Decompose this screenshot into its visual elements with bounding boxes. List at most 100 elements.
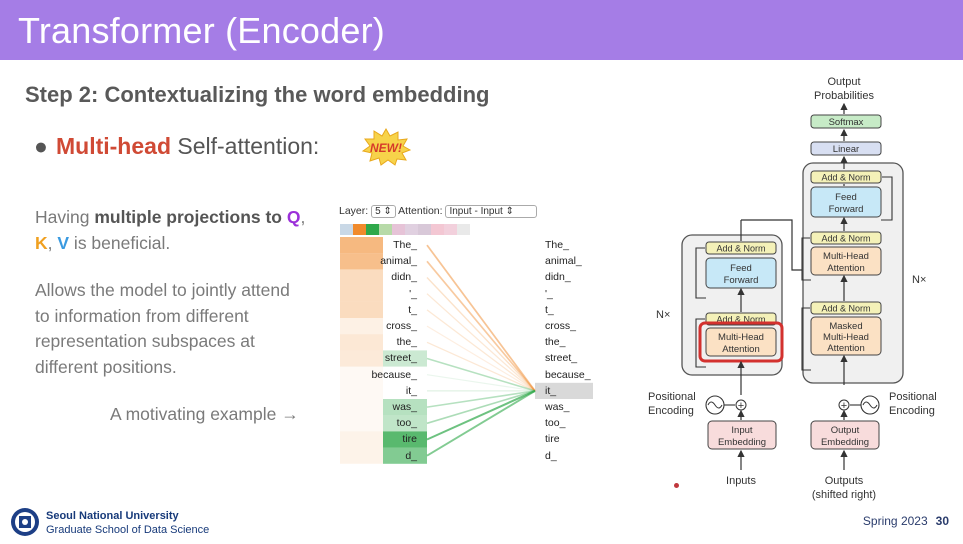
encoder-add-norm-2: [705, 241, 777, 255]
svg-text:+: +: [841, 400, 847, 412]
attention-line: [426, 325, 536, 392]
target-token[interactable]: street_: [545, 352, 578, 365]
target-token[interactable]: cross_: [545, 320, 576, 332]
head-swatch[interactable]: [431, 224, 444, 235]
viz-controls: Layer: 5 ⇕ Attention: Input - Input ⇕: [339, 205, 538, 218]
layer-label: Layer:: [339, 205, 369, 217]
target-token[interactable]: it_: [545, 384, 557, 397]
page-number: 30: [935, 514, 949, 528]
target-token[interactable]: '_: [545, 287, 553, 300]
positional-encoding-label: Positional: [889, 391, 937, 403]
pointer-dot: [674, 483, 679, 488]
add-norm-label: Add & Norm: [821, 234, 870, 244]
para-line: to information from different: [35, 305, 249, 326]
decoder-add-norm-2: [810, 231, 882, 245]
snu-logo-icon: [11, 508, 39, 536]
source-token[interactable]: was_: [392, 401, 417, 413]
source-token[interactable]: didn_: [391, 271, 417, 284]
output-probabilities-label: Output: [827, 76, 860, 88]
masked-mha-label-3: Attention: [827, 343, 865, 354]
para-line: different positions.: [35, 356, 177, 377]
head-swatch[interactable]: [392, 224, 405, 235]
input-embedding-box: [707, 420, 777, 450]
feed-forward-label: Feed: [730, 263, 752, 274]
attention-line: [426, 341, 536, 392]
mha-label: Multi-Head: [718, 332, 764, 343]
feed-forward-label-2: Forward: [829, 204, 864, 215]
attention-visualization: Layer: 5 ⇕ Attention: Input - Input ⇕ Th…: [337, 200, 597, 490]
source-token[interactable]: The_: [393, 239, 417, 251]
k-letter: K: [35, 232, 48, 253]
source-token[interactable]: '_: [409, 287, 417, 300]
source-token[interactable]: animal_: [380, 255, 417, 268]
source-token[interactable]: it_: [405, 384, 417, 397]
head-swatch[interactable]: [353, 224, 366, 235]
school-name: Graduate School of Data Science: [46, 524, 210, 536]
target-token[interactable]: was_: [545, 401, 570, 413]
encoder-mha-box: [705, 327, 777, 357]
source-token[interactable]: d_: [405, 449, 417, 462]
target-token[interactable]: t_: [545, 303, 554, 316]
target-token[interactable]: The_: [545, 239, 569, 251]
head-swatch[interactable]: [418, 224, 431, 235]
attention-weight-cell: [340, 253, 383, 270]
head-swatch[interactable]: [444, 224, 457, 235]
positional-encoding-label-2: Encoding: [648, 405, 694, 417]
attention-line: [426, 374, 536, 392]
v-letter: V: [57, 232, 70, 253]
badge-starburst: [361, 128, 411, 166]
target-token[interactable]: the_: [545, 336, 566, 349]
head-swatch[interactable]: [340, 224, 353, 235]
attention-line: [426, 390, 536, 457]
head-swatch[interactable]: [366, 224, 379, 235]
source-token[interactable]: the_: [396, 336, 417, 349]
source-token[interactable]: tire: [402, 433, 417, 446]
example-caption: A motivating example →: [110, 404, 299, 424]
para-comma: ,: [300, 207, 306, 227]
mha-label-2: Attention: [827, 263, 865, 274]
add-norm-label: Add & Norm: [716, 244, 765, 254]
para-text: is beneficial.: [69, 232, 171, 253]
bullet-text: Self-attention:: [171, 133, 320, 159]
attention-select[interactable]: Input - Input ⇕: [445, 205, 538, 218]
attention-line: [426, 293, 536, 392]
outputs-label-2: (shifted right): [812, 489, 876, 501]
feed-forward-label: Feed: [835, 192, 857, 203]
encoder-nx-label: N×: [656, 309, 670, 321]
source-token[interactable]: cross_: [386, 320, 417, 332]
attention-line: [426, 244, 536, 392]
decoder-nx-label: N×: [912, 274, 926, 286]
attention-line: [426, 309, 536, 392]
para-line: representation subspaces at: [35, 331, 255, 351]
head-swatch[interactable]: [379, 224, 392, 235]
mha-label: Multi-Head: [823, 251, 869, 262]
target-token[interactable]: because_: [545, 368, 591, 381]
target-token[interactable]: didn_: [545, 271, 571, 284]
mha-label-2: Attention: [722, 344, 760, 355]
attention-weight-cell: [383, 447, 427, 464]
para-comma: ,: [47, 232, 58, 253]
source-token[interactable]: because_: [371, 368, 417, 381]
head-swatch[interactable]: [405, 224, 418, 235]
target-token[interactable]: animal_: [545, 255, 582, 268]
source-token[interactable]: t_: [408, 303, 417, 316]
linear-label: Linear: [833, 144, 859, 155]
new-badge-icon: NEW!: [361, 128, 411, 166]
attention-weight-cell: [340, 399, 383, 416]
source-token[interactable]: street_: [384, 352, 417, 365]
layer-select[interactable]: 5 ⇕: [371, 205, 396, 218]
attention-weight-cell: [340, 350, 383, 367]
slide-subtitle: Step 2: Contextualizing the word embeddi…: [25, 82, 490, 107]
bullet-multihead: ●Multi-head Self-attention:: [34, 133, 319, 160]
target-token[interactable]: d_: [545, 449, 557, 462]
target-token[interactable]: tire: [545, 433, 560, 446]
head-swatch[interactable]: [457, 224, 470, 235]
masked-mha-label: Masked: [829, 321, 862, 332]
attention-line: [426, 389, 536, 441]
feed-forward-label-2: Forward: [724, 275, 759, 286]
target-token[interactable]: too_: [545, 417, 566, 430]
source-token[interactable]: too_: [396, 417, 417, 430]
attention-weight-cell: [340, 366, 383, 383]
